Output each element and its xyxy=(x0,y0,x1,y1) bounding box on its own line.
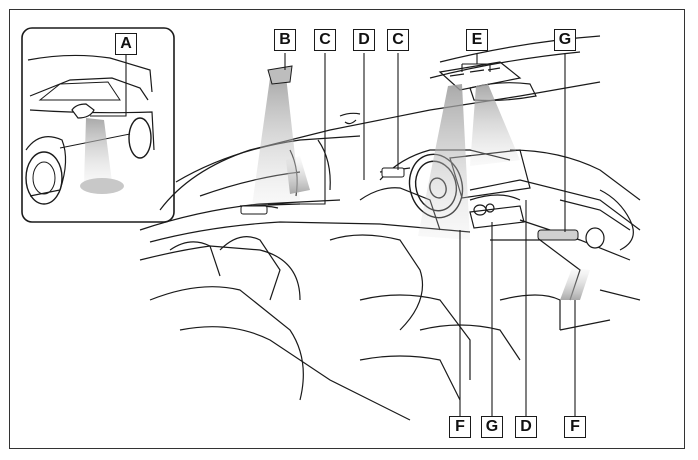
cabin-outline xyxy=(139,35,641,421)
callout-c-front-door: C xyxy=(387,29,409,51)
dash-ambient-light xyxy=(537,229,579,241)
callout-g-top: G xyxy=(554,29,576,51)
map-light-beam-passenger xyxy=(470,84,520,166)
inset-exterior-view xyxy=(21,27,175,223)
callout-d-top: D xyxy=(353,29,375,51)
door-handle-light-beam xyxy=(286,156,310,194)
footwell-light-beam xyxy=(560,268,590,300)
callout-a: A xyxy=(115,33,137,55)
vanity-light-fixture xyxy=(267,65,293,85)
front-door-handle xyxy=(381,167,405,178)
callout-d-bottom: D xyxy=(515,416,537,438)
callout-g-bottom: G xyxy=(481,416,503,438)
air-vent xyxy=(585,227,605,249)
callout-f-right: F xyxy=(564,416,586,438)
callout-e: E xyxy=(466,29,488,51)
callout-f-left: F xyxy=(449,416,471,438)
rear-door-handle xyxy=(240,205,268,215)
leader-lines xyxy=(125,53,576,416)
map-light-beam-driver xyxy=(418,84,470,240)
figure-border xyxy=(9,9,685,449)
callout-b: B xyxy=(274,29,296,51)
callout-c-rear-door: C xyxy=(314,29,336,51)
